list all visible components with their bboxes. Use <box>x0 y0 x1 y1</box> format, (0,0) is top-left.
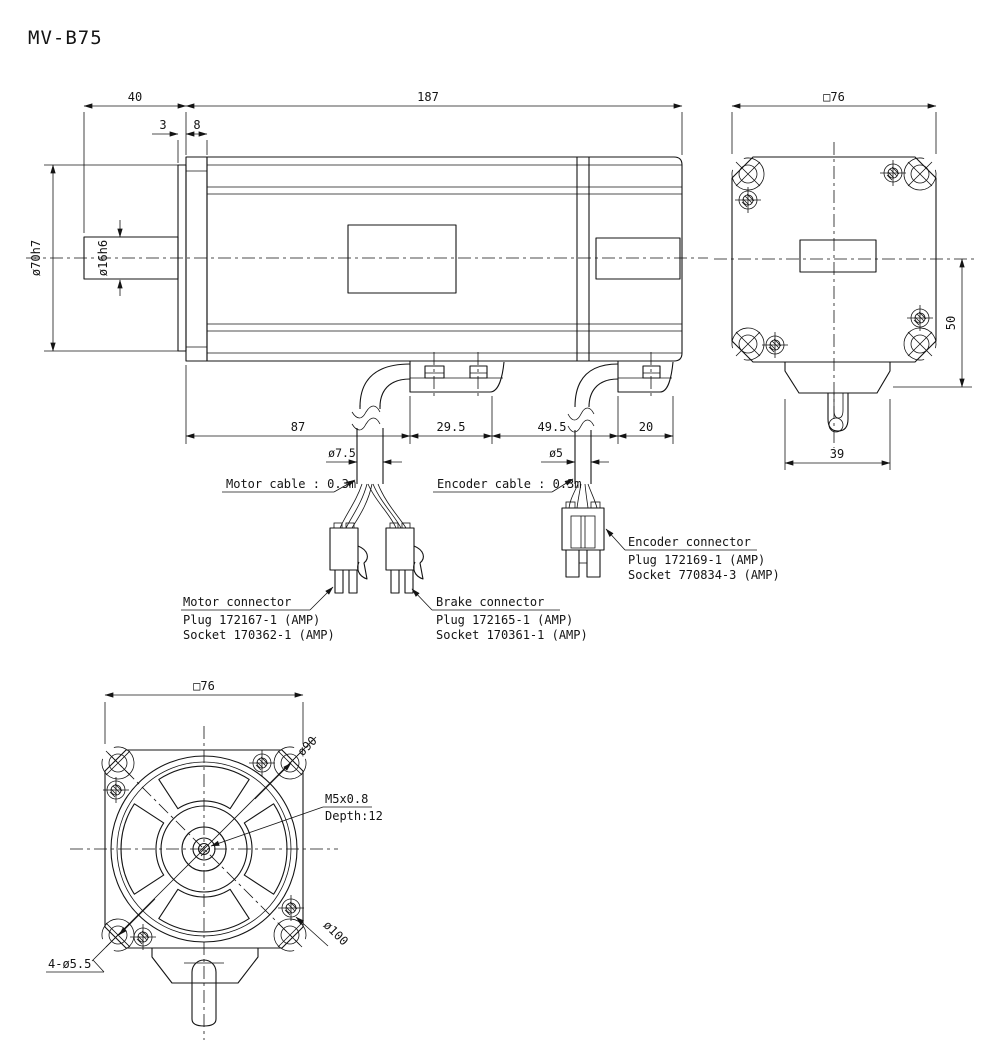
dim-mounting-holes: 4-ø5.5 <box>48 957 91 971</box>
encoder-connector-socket: Socket 770834-3 (AMP) <box>628 568 780 582</box>
front-flange-outline <box>104 749 304 949</box>
motor-body <box>206 156 683 362</box>
motor-cable <box>339 363 411 529</box>
brake-connector <box>385 522 424 594</box>
drawing-title: MV-B75 <box>28 27 103 49</box>
rear-cable-gland <box>784 362 891 433</box>
dim-50: 50 <box>944 316 958 330</box>
motor-connector-title: Motor connector <box>183 595 291 609</box>
tap-depth-label: Depth:12 <box>325 809 383 823</box>
dim-front-width: □76 <box>193 679 215 693</box>
dim-flange-dia: ø70h7 <box>29 240 43 276</box>
motor-connector-socket: Socket 170362-1 (AMP) <box>183 628 335 642</box>
brake-connector-plug: Plug 172165-1 (AMP) <box>436 613 573 627</box>
motor-connector-plug: Plug 172167-1 (AMP) <box>183 613 320 627</box>
brake-connector-title: Brake connector <box>436 595 544 609</box>
brake-connector-socket: Socket 170361-1 (AMP) <box>436 628 588 642</box>
encoder-connector-plug: Plug 172169-1 (AMP) <box>628 553 765 567</box>
motor-cable-label: Motor cable : 0.3m <box>226 477 356 491</box>
motor-terminal-cover <box>409 352 505 396</box>
dim-29-5: 29.5 <box>437 420 466 434</box>
side-view: 40 187 3 8 ø70h7 ø16h6 87 <box>26 90 780 642</box>
dim-87: 87 <box>291 420 305 434</box>
dim-shaft-dia: ø16h6 <box>96 240 110 276</box>
encoder-connector-housing <box>595 237 681 280</box>
fan-shroud-outer <box>110 755 298 943</box>
dim-8: 8 <box>193 118 200 132</box>
dim-49-5: 49.5 <box>538 420 567 434</box>
tap-hole <box>197 842 211 856</box>
rear-flange-outline <box>731 156 937 363</box>
encoder-cable-label: Encoder cable : 0.3m <box>437 477 582 491</box>
encoder-connector-title: Encoder connector <box>628 535 751 549</box>
encoder-cable <box>567 363 619 509</box>
side-view-dimensions: 40 187 3 8 ø70h7 ø16h6 87 <box>29 90 683 465</box>
encoder-connector <box>561 501 605 578</box>
dim-187: 187 <box>417 90 439 104</box>
dim-motor-cable-dia: ø7.5 <box>328 446 356 460</box>
motor-connector <box>329 522 368 594</box>
shaft-end <box>192 837 216 861</box>
dim-40: 40 <box>128 90 142 104</box>
front-cable-gland <box>151 948 259 1027</box>
front-view: □76 ø90 ø100 4-ø5.5 M5x0.8 Depth:12 <box>46 679 383 1040</box>
nameplate <box>347 224 457 294</box>
rear-view-dimensions: □76 50 39 <box>731 90 972 470</box>
rear-view: □76 50 39 <box>714 90 974 470</box>
dim-39: 39 <box>830 447 844 461</box>
dim-20: 20 <box>639 420 653 434</box>
mounting-flange <box>185 156 208 362</box>
rear-connector-cutout <box>799 239 877 273</box>
dim-encoder-cable-dia: ø5 <box>549 446 563 460</box>
front-view-dimensions: □76 ø90 ø100 4-ø5.5 M5x0.8 Depth:12 <box>46 679 383 973</box>
encoder-terminal-cover <box>617 352 674 396</box>
side-view-labels: Motor cable : 0.3m Encoder cable : 0.3m … <box>181 477 780 642</box>
fan-vent-cutouts <box>120 765 288 933</box>
dim-rear-width: □76 <box>823 90 845 104</box>
dim-3: 3 <box>159 118 166 132</box>
tap-label: M5x0.8 <box>325 792 368 806</box>
